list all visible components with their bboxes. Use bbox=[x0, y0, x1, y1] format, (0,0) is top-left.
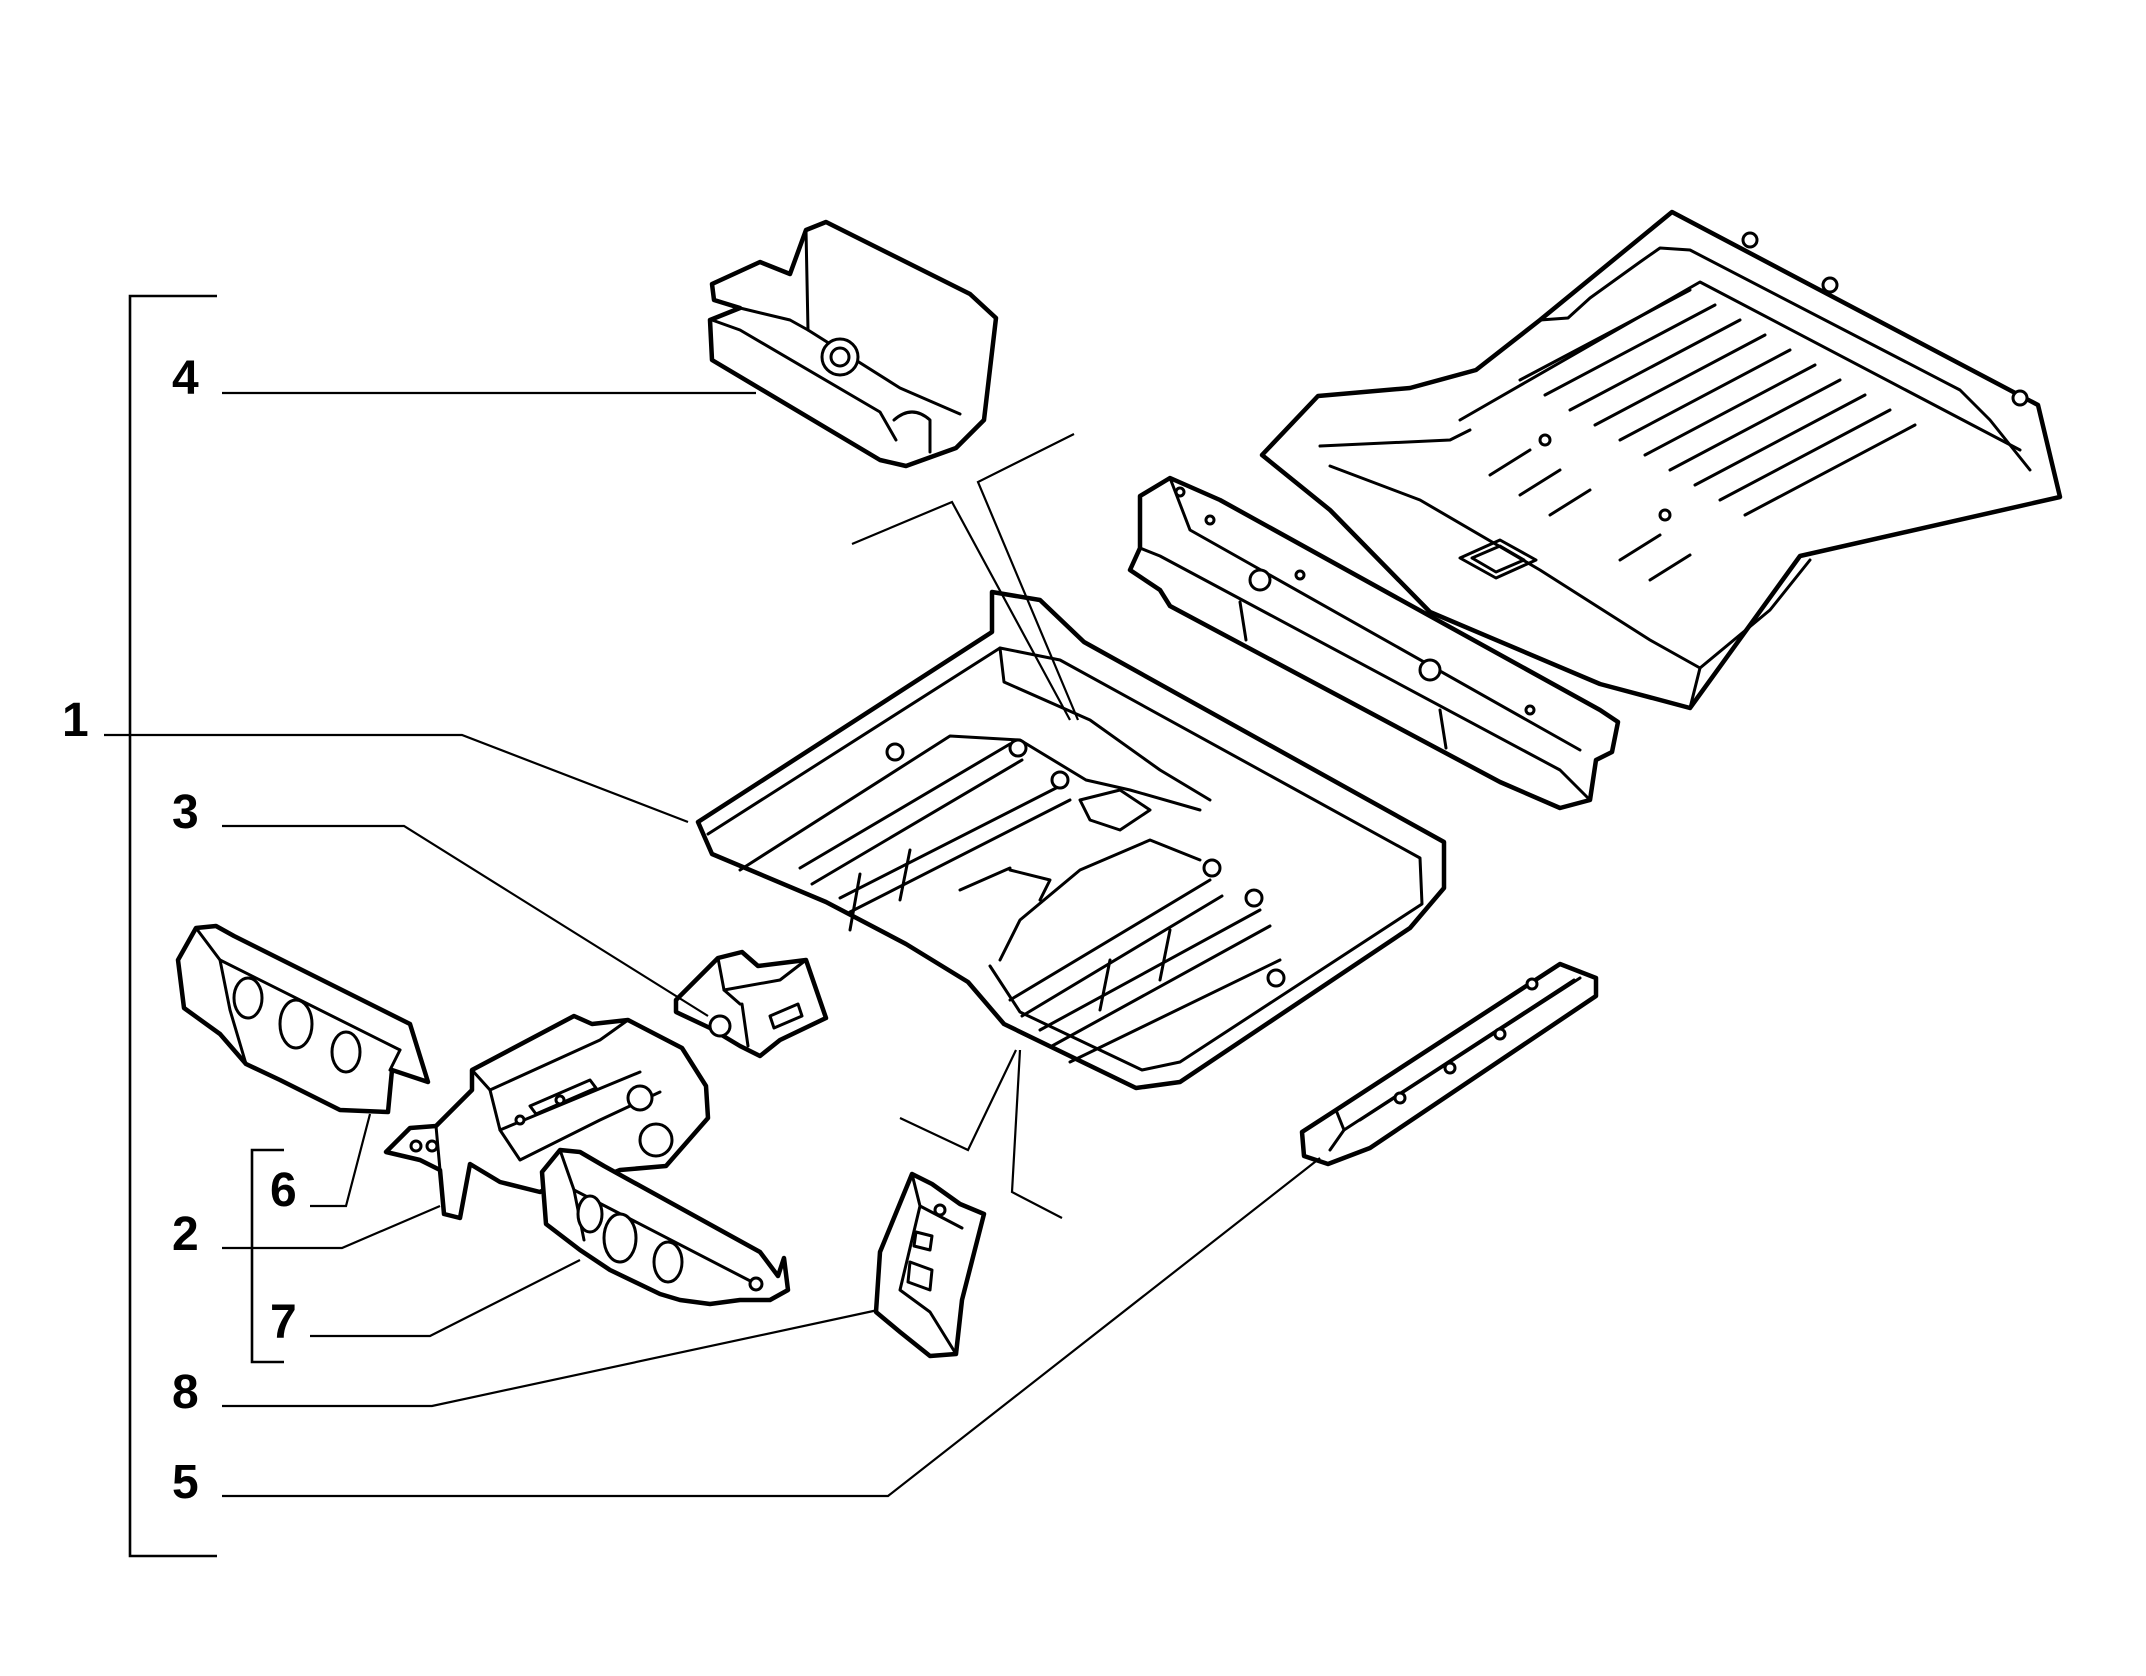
callout-1: 1 bbox=[62, 694, 89, 747]
part-2-main-tunnel bbox=[383, 1013, 711, 1221]
leader-3 bbox=[222, 824, 709, 1017]
part-6-tunnel-section bbox=[175, 923, 431, 1115]
leader-1 bbox=[104, 733, 689, 824]
callout-7: 7 bbox=[270, 1296, 297, 1349]
leader-2 bbox=[222, 1204, 441, 1250]
callout-3: 3 bbox=[172, 786, 199, 839]
bracket-group-1 bbox=[128, 294, 217, 1558]
leader-7 bbox=[310, 1259, 581, 1338]
callout-6: 6 bbox=[270, 1164, 297, 1217]
part-1-central-floor-panel bbox=[695, 589, 1447, 1091]
part-5-longitudinal-rail bbox=[1299, 961, 1599, 1167]
callout-4: 4 bbox=[172, 352, 199, 405]
grouping-brackets bbox=[128, 294, 284, 1558]
floor-crossbars bbox=[798, 742, 1282, 1064]
rear-pan-ribs bbox=[1488, 288, 1917, 582]
leader-lines bbox=[104, 391, 1321, 1498]
part-8-reinforcement-bracket bbox=[873, 1171, 987, 1359]
part-3-small-bracket bbox=[673, 949, 829, 1059]
rear-cross-member bbox=[1127, 475, 1621, 811]
guide-line-a bbox=[851, 500, 1071, 721]
leader-6 bbox=[310, 1113, 372, 1208]
guide-line-c bbox=[899, 1049, 1017, 1152]
callout-2: 2 bbox=[172, 1208, 199, 1261]
rear-floor-pan bbox=[1259, 209, 2063, 711]
bracket-group-2 bbox=[250, 1148, 284, 1364]
callout-numbers: 4 1 3 6 2 7 8 5 bbox=[62, 352, 297, 1509]
leader-5 bbox=[222, 1157, 1321, 1498]
callout-8: 8 bbox=[172, 1366, 199, 1419]
leader-8 bbox=[222, 1308, 879, 1408]
part-4-bracket bbox=[707, 219, 999, 469]
part-7-tunnel-section bbox=[539, 1147, 791, 1307]
guide-line-b bbox=[976, 433, 1080, 721]
callout-5: 5 bbox=[172, 1456, 199, 1509]
guide-line-d bbox=[1010, 1049, 1063, 1219]
